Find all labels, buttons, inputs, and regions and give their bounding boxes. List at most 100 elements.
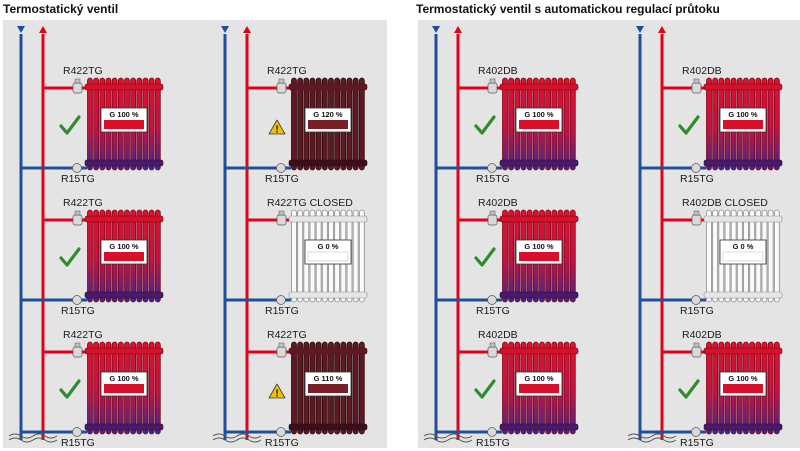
lockshield-label: R15TG bbox=[680, 305, 714, 317]
valve-label: R402DB bbox=[478, 65, 518, 77]
radiator-section bbox=[87, 341, 93, 435]
flow-level-bar bbox=[104, 252, 144, 261]
radiator-section bbox=[93, 209, 100, 303]
arrow-down-icon bbox=[432, 26, 440, 33]
radiator-section bbox=[767, 209, 774, 303]
radiator-section bbox=[569, 341, 576, 435]
valve-icon bbox=[72, 82, 83, 94]
pipe-break-mark bbox=[423, 433, 473, 439]
valve-icon bbox=[276, 82, 287, 94]
valve-icon bbox=[487, 346, 498, 358]
lockshield-icon bbox=[691, 163, 701, 173]
radiator-section bbox=[502, 77, 508, 171]
lockshield-icon bbox=[72, 427, 82, 437]
radiator-section bbox=[148, 341, 155, 435]
radiator-section bbox=[352, 209, 359, 303]
valve-label: R422TG bbox=[267, 65, 307, 77]
valve-head bbox=[74, 210, 81, 216]
lockshield-icon bbox=[276, 427, 286, 437]
flow-percent-label: G 120 % bbox=[313, 110, 343, 119]
flow-level-bar bbox=[722, 251, 764, 262]
lockshield-icon bbox=[691, 295, 701, 305]
radiator-section bbox=[93, 341, 100, 435]
flow-percent-label: G 100 % bbox=[728, 110, 758, 119]
lockshield-icon bbox=[487, 427, 497, 437]
radiator-section bbox=[148, 209, 155, 303]
radiator-section bbox=[773, 77, 780, 171]
flow-level-bar bbox=[307, 251, 349, 262]
valve-label: R402DB bbox=[682, 65, 722, 77]
radiator-header bbox=[703, 83, 783, 91]
radiator-section bbox=[706, 209, 712, 303]
lockshield-label: R15TG bbox=[265, 305, 299, 317]
valve-icon bbox=[487, 82, 498, 94]
flow-level-bar bbox=[104, 384, 144, 393]
radiator-unit: G 100 % R402DB R15TG bbox=[436, 65, 579, 185]
radiator-section bbox=[563, 341, 570, 435]
radiator-section bbox=[93, 77, 100, 171]
pipe-break-mark bbox=[423, 437, 473, 443]
radiator-section bbox=[569, 77, 576, 171]
radiator-header bbox=[288, 83, 368, 91]
valve-head bbox=[278, 78, 285, 84]
lockshield-icon bbox=[487, 295, 497, 305]
radiator-header bbox=[84, 83, 164, 91]
radiator-section bbox=[706, 77, 712, 171]
flow-percent-label: G 100 % bbox=[728, 374, 758, 383]
radiator-section bbox=[358, 341, 365, 435]
radiator-header bbox=[288, 347, 368, 355]
radiator-section bbox=[297, 77, 304, 171]
valve-icon bbox=[691, 346, 702, 358]
radiator-header bbox=[703, 215, 783, 223]
arrow-up-icon bbox=[454, 26, 462, 33]
valve-head bbox=[693, 78, 700, 84]
radiator-section bbox=[297, 341, 304, 435]
valve-label: R422TG CLOSED bbox=[267, 197, 353, 209]
arrow-up-icon bbox=[243, 26, 251, 33]
radiator-footer bbox=[84, 291, 164, 299]
lockshield-label: R15TG bbox=[61, 437, 95, 448]
lockshield-label: R15TG bbox=[476, 173, 510, 185]
radiator-section bbox=[352, 341, 359, 435]
radiator-footer bbox=[703, 159, 783, 167]
radiator-header bbox=[84, 347, 164, 355]
valve-label: R402DB bbox=[682, 329, 722, 341]
valve-head bbox=[278, 210, 285, 216]
pipe-break-mark bbox=[212, 433, 262, 439]
radiator-footer bbox=[499, 159, 579, 167]
radiator-section bbox=[87, 77, 93, 171]
lockshield-icon bbox=[72, 163, 82, 173]
radiator-section bbox=[291, 77, 297, 171]
flow-percent-label: G 100 % bbox=[524, 110, 554, 119]
radiator-section bbox=[773, 209, 780, 303]
radiator-section bbox=[502, 209, 508, 303]
radiator-section bbox=[87, 209, 93, 303]
radiator-section bbox=[767, 341, 774, 435]
lockshield-icon bbox=[487, 163, 497, 173]
warning-exclamation: ! bbox=[275, 389, 278, 400]
valve-icon bbox=[691, 214, 702, 226]
check-icon bbox=[678, 115, 700, 135]
flow-percent-label: G 100 % bbox=[109, 374, 139, 383]
pipe-break-mark bbox=[8, 437, 58, 443]
valve-label: R402DB CLOSED bbox=[682, 197, 768, 209]
radiator-header bbox=[499, 347, 579, 355]
radiator-header bbox=[703, 347, 783, 355]
radiator-section bbox=[706, 341, 712, 435]
valve-icon bbox=[276, 214, 287, 226]
heading-thermostatic-valve: Termostatický ventil bbox=[3, 2, 119, 16]
check-icon bbox=[474, 115, 496, 135]
valve-head bbox=[489, 210, 496, 216]
flow-percent-label: G 110 % bbox=[314, 374, 343, 383]
radiator-section bbox=[508, 77, 515, 171]
